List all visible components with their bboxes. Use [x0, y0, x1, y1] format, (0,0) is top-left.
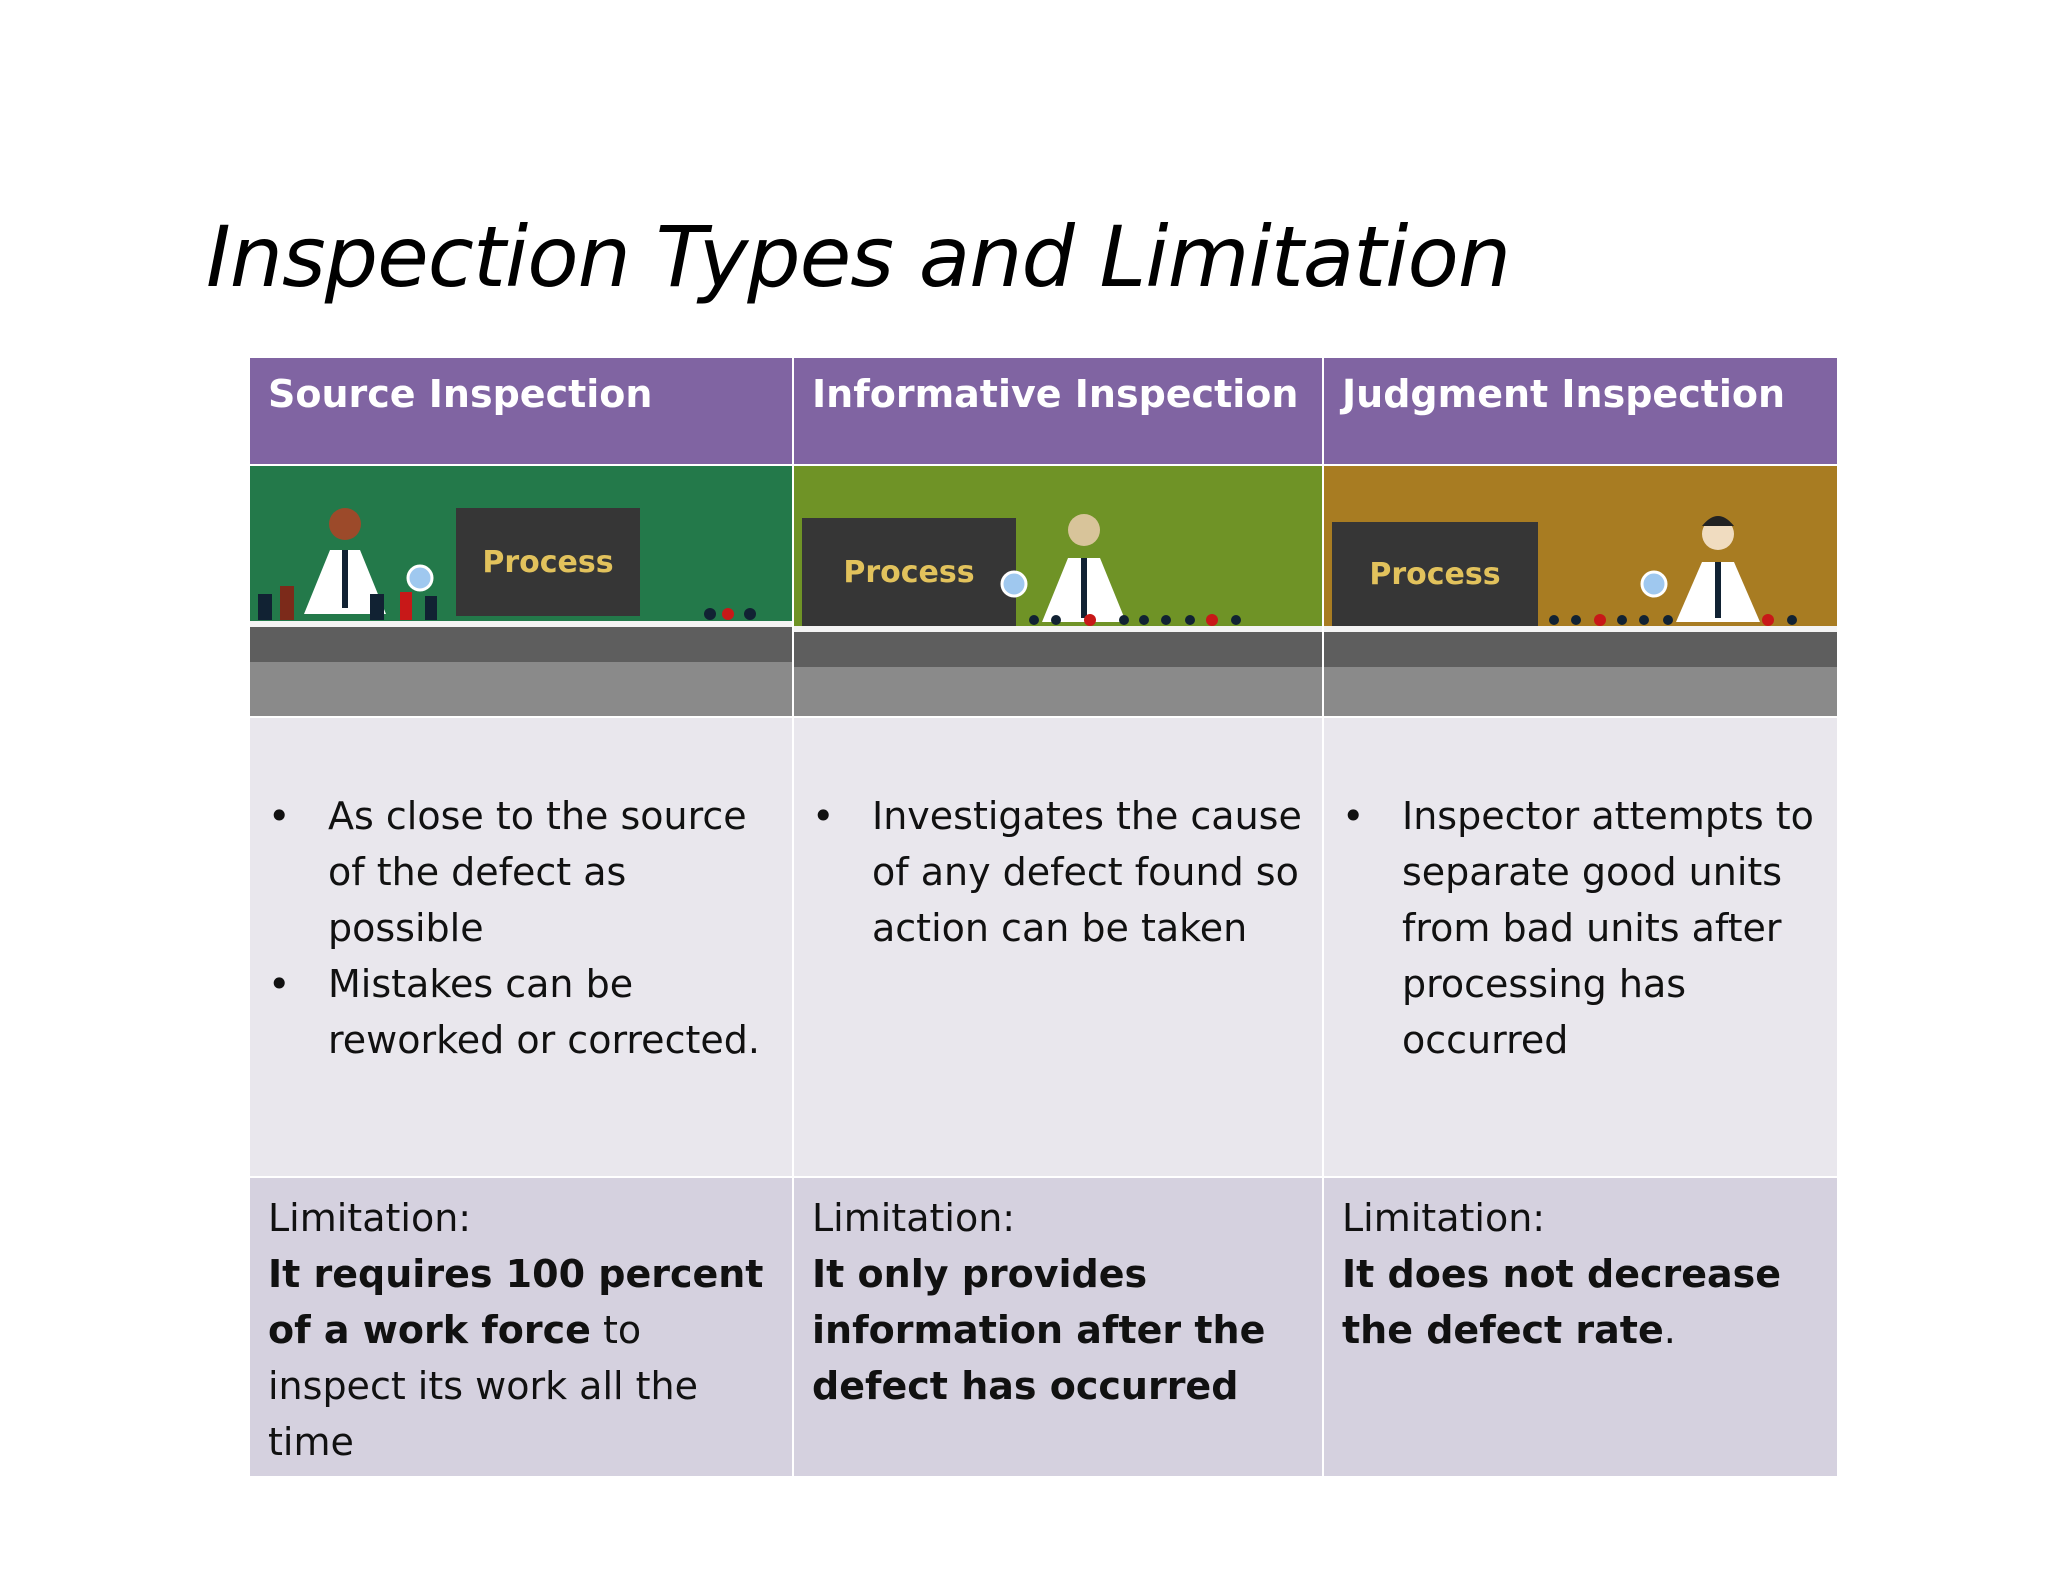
inspector-figure — [1676, 516, 1760, 622]
bullet-list: • As close to the source of the defect as… — [268, 788, 786, 1068]
limitation-label: Limitation: — [268, 1196, 472, 1240]
source-inspection-description: • As close to the source of the defect as… — [250, 718, 792, 1176]
bullet-text: As close to the source of the defect as … — [328, 794, 747, 950]
source-inspection-limitation: Limitation: It requires 100 percent of a … — [250, 1178, 792, 1476]
process-board — [1332, 522, 1538, 626]
process-board — [802, 518, 1016, 626]
process-label: Process — [1369, 557, 1500, 592]
inspector-figure — [1042, 514, 1126, 622]
list-item: • Mistakes can be reworked or corrected. — [268, 956, 786, 1068]
bullet-dot: • — [268, 794, 291, 838]
judgment-inspection-description: • Inspector attempts to separate good uni… — [1324, 718, 1837, 1176]
bullet-text: Investigates the cause of any defect fou… — [872, 794, 1302, 950]
limitation-bold-text: It requires 100 percent of a work force — [268, 1252, 764, 1352]
header-source-inspection: Source Inspection — [250, 358, 792, 464]
limitation-bold-text: It does not decrease the defect rate — [1342, 1252, 1782, 1352]
list-item: • As close to the source of the defect as… — [268, 788, 786, 956]
informative-inspection-description: • Investigates the cause of any defect fo… — [794, 718, 1322, 1176]
magnifier-icon — [1640, 570, 1668, 598]
limitation-label: Limitation: — [1342, 1196, 1546, 1240]
source-inspection-illustration: Process — [250, 466, 792, 716]
limitation-text: . — [1663, 1308, 1676, 1352]
bullet-list: • Investigates the cause of any defect fo… — [812, 788, 1316, 956]
header-judgment-inspection: Judgment Inspection — [1324, 358, 1837, 464]
judgment-inspection-limitation: Limitation: It does not decrease the defe… — [1324, 1178, 1837, 1476]
bullet-dot: • — [812, 794, 835, 838]
bullet-dot: • — [1342, 794, 1365, 838]
process-board — [456, 508, 640, 616]
limitation-label: Limitation: — [812, 1196, 1016, 1240]
process-label: Process — [843, 555, 974, 590]
list-item: • Inspector attempts to separate good uni… — [1342, 788, 1831, 1068]
bullet-dot: • — [268, 962, 291, 1006]
bullet-text: Inspector attempts to separate good unit… — [1402, 794, 1814, 1062]
header-informative-inspection: Informative Inspection — [794, 358, 1322, 464]
limitation-text: to inspect its work all the time — [268, 1308, 699, 1464]
bullet-text: Mistakes can be reworked or corrected. — [328, 962, 760, 1062]
list-item: • Investigates the cause of any defect fo… — [812, 788, 1316, 956]
informative-inspection-illustration: Process — [794, 466, 1322, 716]
inspection-table: Source Inspection Informative Inspection… — [250, 358, 1837, 1476]
judgment-inspection-illustration: Process — [1324, 466, 1837, 716]
informative-inspection-limitation: Limitation: It only provides information … — [794, 1178, 1322, 1476]
bullet-list: • Inspector attempts to separate good uni… — [1342, 788, 1831, 1068]
process-label: Process — [482, 545, 613, 580]
magnifier-icon — [1000, 570, 1028, 598]
page-title: Inspection Types and Limitation — [206, 208, 1511, 306]
magnifier-icon — [406, 564, 434, 592]
limitation-bold-text: It only provides information after the d… — [812, 1252, 1266, 1408]
inspector-figure — [304, 508, 386, 614]
